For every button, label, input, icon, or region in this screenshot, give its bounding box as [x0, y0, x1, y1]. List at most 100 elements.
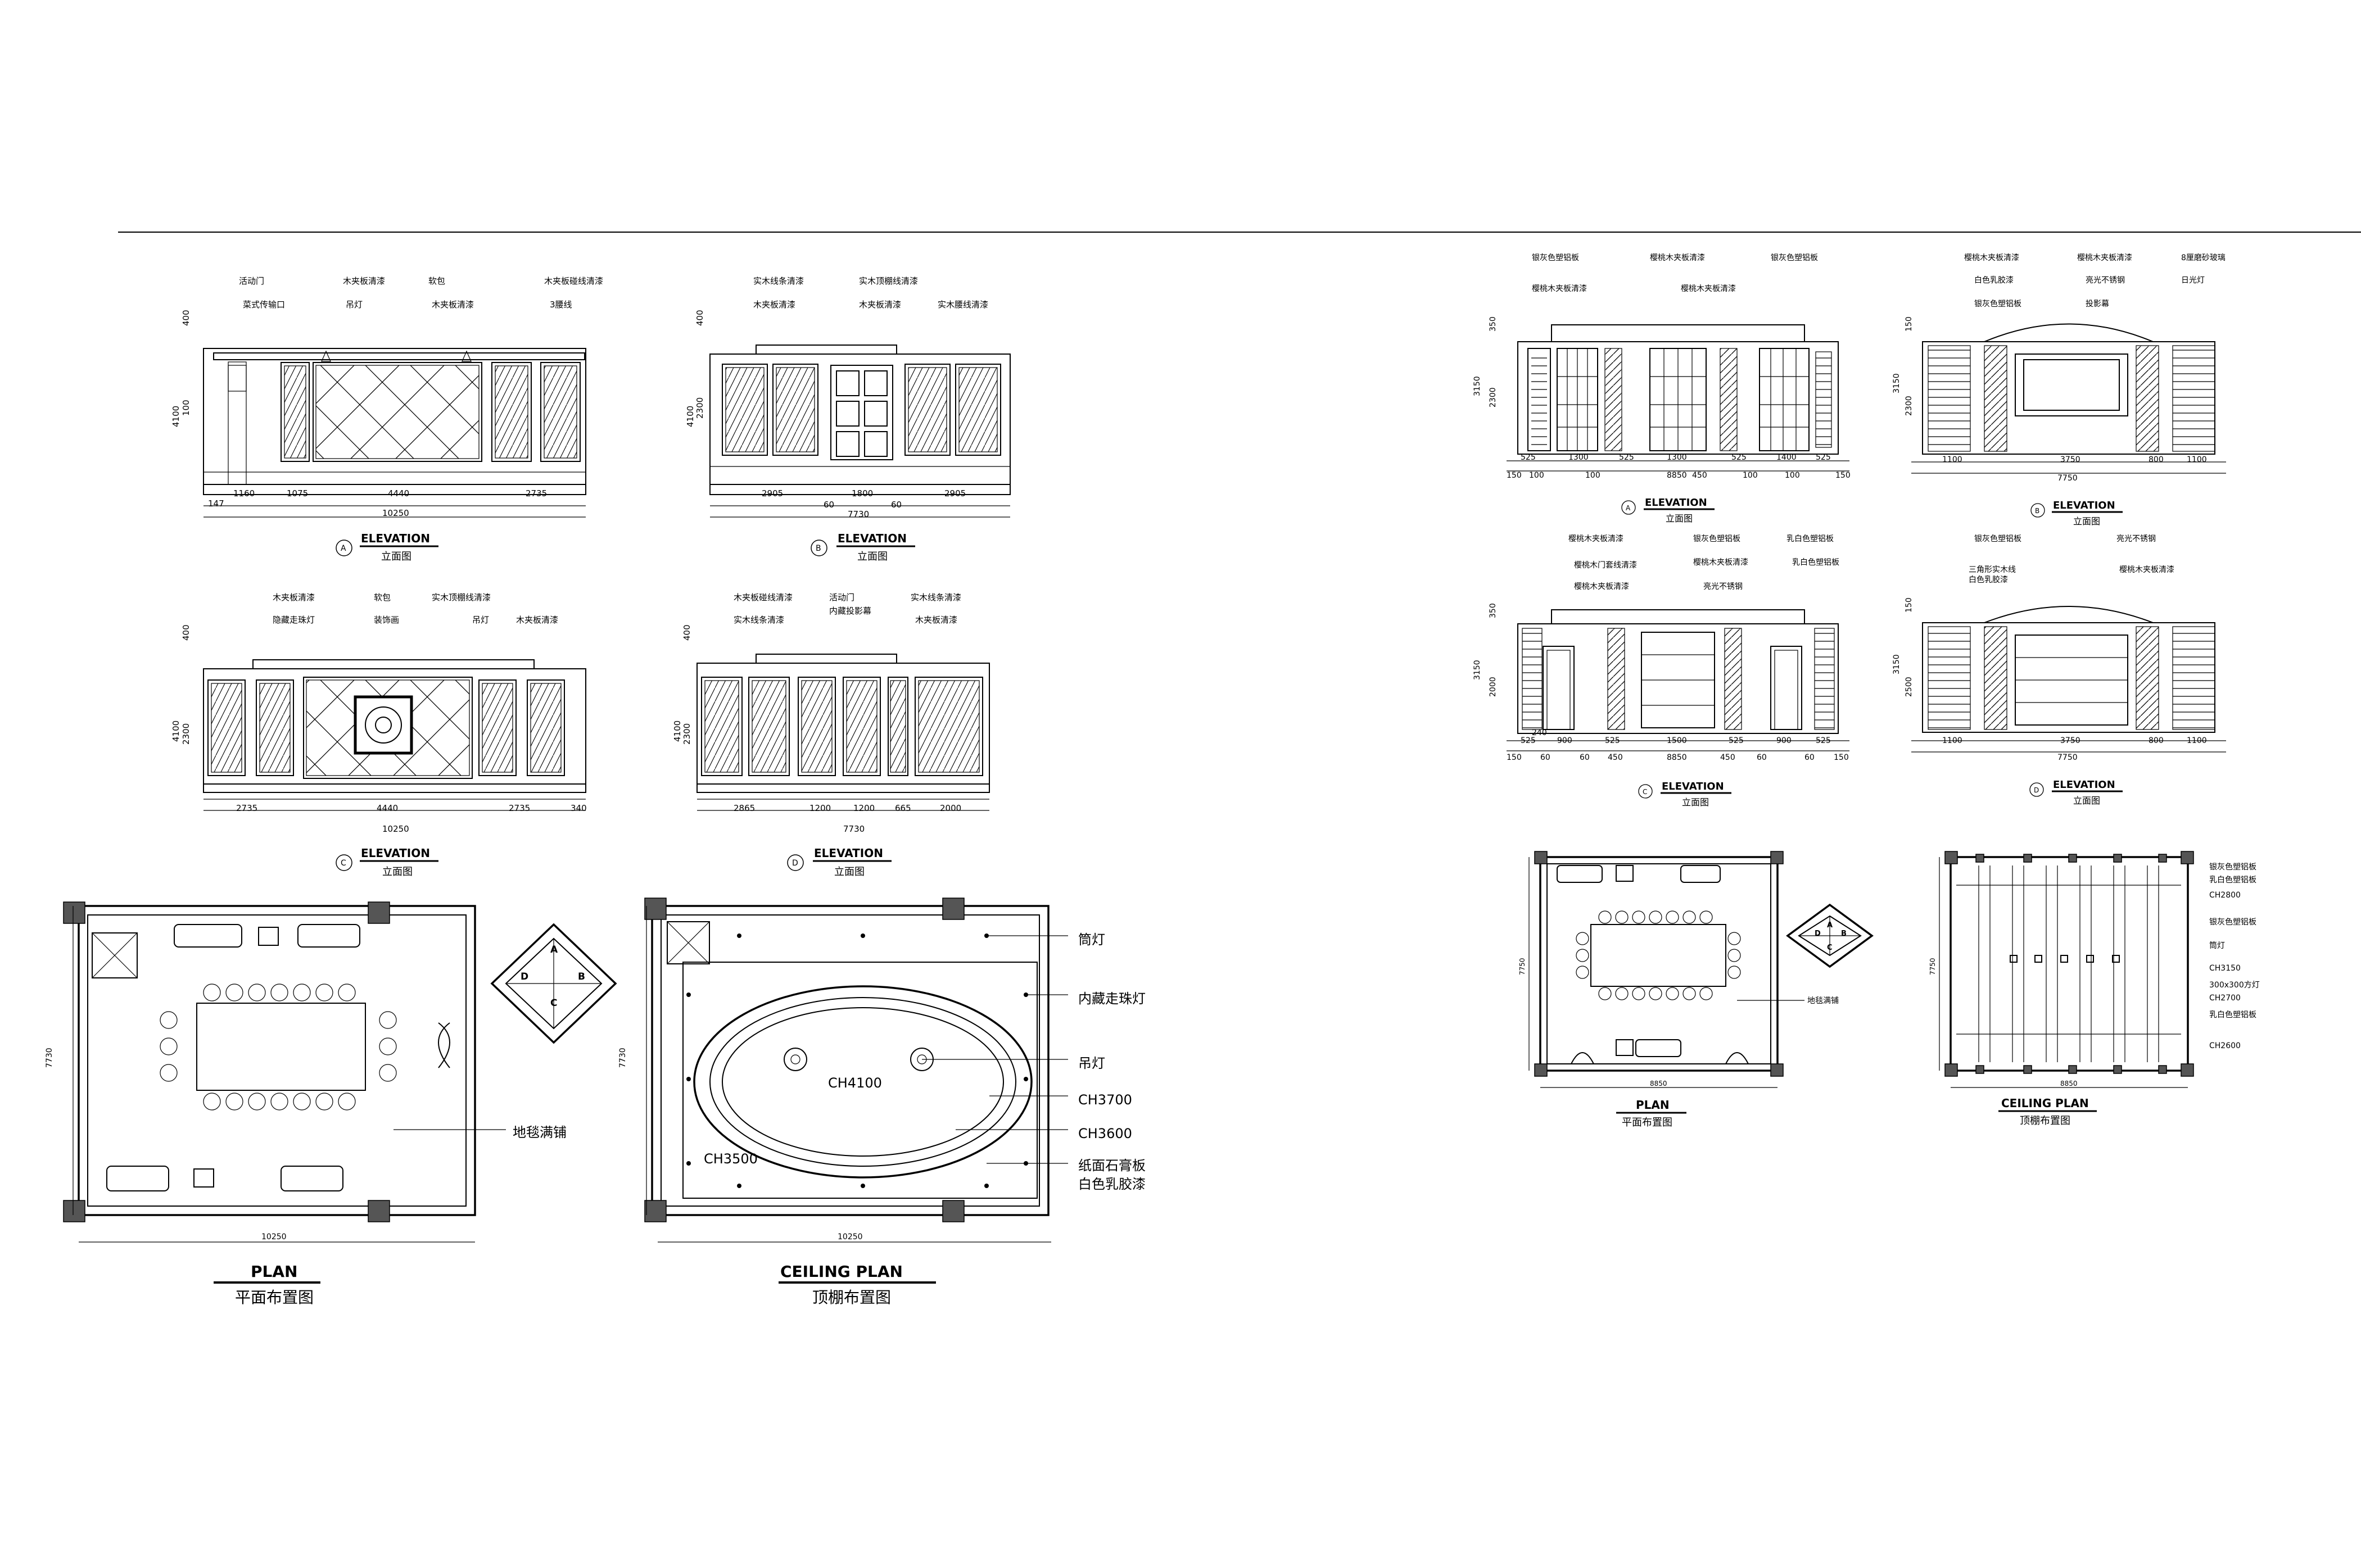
label: 银灰色塑铝板: [1974, 299, 2021, 309]
label: 实木线条清漆: [911, 592, 961, 602]
svg-text:CH2600: CH2600: [2209, 1041, 2241, 1050]
svg-text:C: C: [341, 859, 346, 868]
dim-total: 7730: [843, 824, 865, 834]
dim: 2300: [695, 397, 705, 419]
label: 日光灯: [2181, 276, 2205, 285]
left-elev-c-title: C ELEVATION 立面图: [336, 846, 438, 878]
svg-text:立面图: 立面图: [1682, 797, 1709, 808]
svg-text:D: D: [2034, 786, 2039, 794]
dim: 60: [1580, 753, 1590, 762]
dim-total: 7750: [2057, 474, 2078, 483]
svg-text:白色乳胶漆: 白色乳胶漆: [1078, 1176, 1146, 1192]
left-ceiling-plan: [644, 898, 1068, 1243]
label: 木夹板清漆: [516, 615, 558, 625]
svg-text:ELEVATION: ELEVATION: [361, 532, 430, 545]
label: 樱桃木夹板清漆: [1568, 534, 1623, 543]
svg-text:CH3600: CH3600: [1078, 1126, 1132, 1141]
dim: 1200: [809, 803, 831, 813]
svg-text:立面图: 立面图: [2073, 795, 2100, 806]
svg-text:立面图: 立面图: [857, 551, 888, 563]
dim: 240: [1532, 728, 1547, 737]
svg-text:D: D: [792, 859, 798, 868]
svg-text:乳白色塑铝板: 乳白色塑铝板: [2209, 1010, 2256, 1019]
right-elevation-d: [1911, 606, 2226, 753]
dim: 800: [2149, 736, 2164, 745]
svg-text:CH2700: CH2700: [2209, 994, 2241, 1003]
dim: 4440: [377, 803, 398, 813]
label: 吊灯: [346, 300, 363, 310]
label: 银灰色塑铝板: [1771, 253, 1818, 262]
dim: 2300: [682, 723, 692, 745]
dim: 1300: [1667, 453, 1687, 462]
dim: 525: [1816, 736, 1831, 745]
label: 银灰色塑铝板: [1532, 253, 1579, 262]
dim: 400: [695, 310, 705, 326]
left-elevation-a: [203, 348, 586, 518]
dim: 150: [1834, 753, 1849, 762]
label: 樱桃木夹板清漆: [1964, 253, 2019, 262]
label: 银灰色塑铝板: [1974, 534, 2021, 543]
dim: 1800: [852, 488, 873, 499]
label: 隐藏走珠灯: [273, 615, 315, 625]
label: 樱桃木夹板清漆: [1574, 582, 1629, 591]
label: 实木顶棚线清漆: [432, 592, 491, 602]
dim-total: 8850: [1667, 753, 1687, 762]
dim: 525: [1729, 736, 1744, 745]
dim-total: 7750: [2057, 753, 2078, 762]
dim: 60: [1540, 753, 1550, 762]
svg-text:ELEVATION: ELEVATION: [1662, 781, 1724, 792]
svg-text:立面图: 立面图: [381, 551, 411, 563]
svg-text:银灰色塑铝板: 银灰色塑铝板: [2209, 917, 2256, 927]
dim: 2300: [181, 723, 191, 745]
dim: 3750: [2060, 736, 2080, 745]
dim: 400: [181, 624, 191, 641]
svg-text:筒灯: 筒灯: [1078, 932, 1105, 948]
svg-text:PLAN: PLAN: [1636, 1098, 1670, 1112]
svg-text:乳白色塑铝板: 乳白色塑铝板: [2209, 875, 2256, 885]
label: 活动门: [239, 276, 264, 286]
svg-text:CEILING PLAN: CEILING PLAN: [780, 1262, 903, 1281]
dim: 3150: [1892, 373, 1901, 393]
svg-text:CH4100: CH4100: [828, 1075, 882, 1091]
svg-text:B: B: [816, 544, 821, 553]
dim: 1100: [1942, 455, 1962, 464]
dim: 2905: [762, 488, 783, 499]
dim: 150: [1905, 597, 1914, 613]
dim: 150: [1507, 471, 1522, 480]
label: 白色乳胶漆: [1969, 575, 2008, 584]
right-elev-d-title: D ELEVATION 立面图: [2029, 779, 2123, 806]
svg-text:ELEVATION: ELEVATION: [838, 532, 907, 545]
right-elev-b-title: B ELEVATION 立面图: [2030, 500, 2123, 527]
dim: 60: [891, 500, 902, 510]
label: 实木顶棚线清漆: [859, 276, 918, 286]
dim: 400: [682, 624, 692, 641]
dim: 1100: [2187, 736, 2207, 745]
dim: 2500: [1905, 677, 1914, 697]
left-elev-d-title: D ELEVATION 立面图: [787, 846, 892, 878]
left-elevation-b: [709, 345, 1011, 518]
label: 投影幕: [2086, 300, 2109, 309]
svg-text:筒灯: 筒灯: [2209, 941, 2225, 950]
dim: 665: [895, 803, 911, 813]
dim: 1160: [233, 488, 255, 499]
label: 樱桃木夹板清漆: [1693, 558, 1748, 567]
label: 樱桃木夹板清漆: [2119, 565, 2174, 574]
svg-text:ELEVATION: ELEVATION: [814, 846, 883, 860]
left-elevation-d: [696, 654, 990, 811]
label: 实木线条清漆: [734, 615, 784, 625]
label: 木夹板碰线清漆: [734, 592, 793, 602]
svg-text:C: C: [1643, 788, 1647, 796]
dim: 1400: [1776, 453, 1797, 462]
dim: 450: [1720, 753, 1735, 762]
svg-text:D: D: [1815, 930, 1821, 938]
label: 活动门: [829, 592, 854, 602]
dim: 2300: [1489, 387, 1498, 407]
svg-text:立面图: 立面图: [834, 866, 865, 878]
svg-text:PLAN: PLAN: [251, 1262, 297, 1281]
label: 乳白色塑铝板: [1792, 558, 1839, 567]
svg-text:立面图: 立面图: [1666, 513, 1693, 524]
dim: 450: [1692, 471, 1707, 480]
svg-text:C: C: [1827, 944, 1833, 952]
right-elev-a-title: A ELEVATION 立面图: [1621, 497, 1715, 524]
